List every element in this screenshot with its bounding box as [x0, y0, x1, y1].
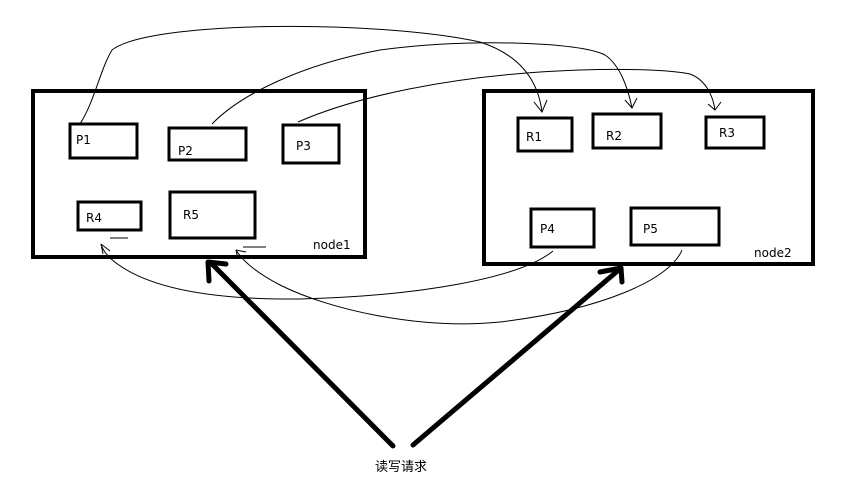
node-node1-box — [31, 89, 367, 259]
replication-link-P5-R5 — [235, 249, 683, 325]
shard-P5-box — [629, 206, 721, 247]
request-arrow-node1-head — [205, 259, 229, 284]
replication-link-P5-R5-arrowhead — [235, 249, 247, 260]
shard-R2-box — [591, 112, 663, 150]
request-label: 读写请求 — [375, 460, 427, 475]
shard-R2-label: R2 — [606, 129, 622, 143]
shard-R3-box — [704, 115, 766, 150]
request-arrow-node2 — [410, 265, 624, 448]
node-node2-label: node2 — [754, 246, 792, 260]
shard-R1-label: R1 — [526, 130, 542, 144]
replication-link-P4-R4-arrowhead — [100, 243, 111, 255]
replication-link-P3-R3-arrowhead — [707, 101, 722, 111]
shard-P1-label: P1 — [76, 133, 91, 147]
node-node2-box — [482, 89, 815, 266]
request-arrow-node1 — [209, 261, 396, 449]
replication-link-P2-R2-arrowhead — [624, 97, 638, 109]
shard-P1-box — [68, 122, 139, 160]
shard-P2-box — [167, 126, 248, 162]
shard-P2-label: P2 — [178, 144, 193, 158]
shard-R3-label: R3 — [719, 126, 735, 140]
shard-P3-box — [281, 123, 341, 165]
replication-link-P3-R3 — [297, 68, 716, 123]
replication-link-P1-R1-arrowhead — [533, 99, 548, 113]
replication-link-P2-R2 — [211, 42, 633, 125]
node-node1-label: node1 — [313, 238, 351, 252]
shard-R4-box — [76, 200, 143, 232]
shard-P5-label: P5 — [643, 222, 658, 236]
replication-link-P1-R1 — [79, 25, 543, 125]
shard-P4-label: P4 — [540, 222, 555, 236]
shard-R5-box — [168, 190, 257, 240]
shard-R5-label: R5 — [183, 208, 199, 222]
shard-P3-label: P3 — [296, 139, 311, 153]
shard-P4-box — [529, 207, 596, 249]
request-arrow-node2-head — [597, 265, 625, 285]
shard-R4-label: R4 — [86, 211, 102, 225]
shard-R1-box — [516, 116, 574, 153]
